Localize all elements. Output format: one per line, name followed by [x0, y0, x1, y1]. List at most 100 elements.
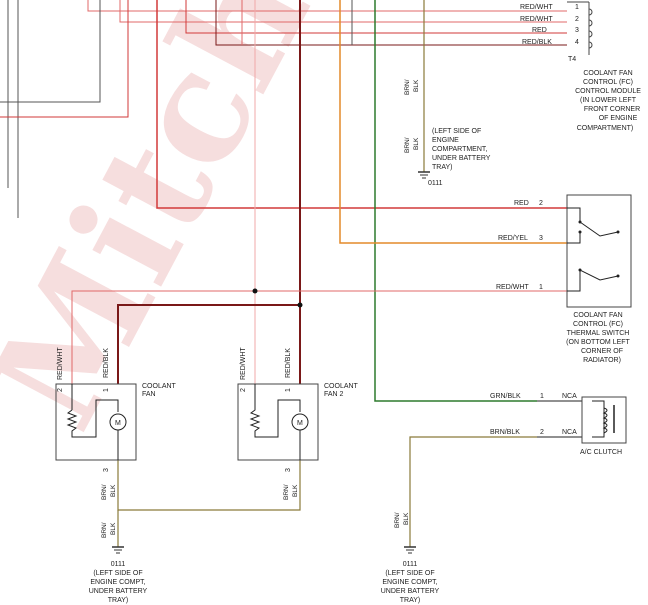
ground-location: COMPARTMENT,	[432, 146, 487, 153]
wire-vertical	[0, 0, 101, 103]
top-ground: BRN/ BLK BRN/ BLK 0111 (LEFT SIDE OF ENG…	[404, 79, 491, 187]
fan1-wire-top-left: RED/WHT	[57, 347, 64, 380]
wire-label: BLK	[292, 484, 299, 497]
switch-line: RADIATOR)	[583, 357, 621, 364]
module-line: COMPARTMENT)	[577, 125, 634, 132]
t4-pin-1: 1	[575, 4, 579, 11]
t4-pin-4: 4	[575, 39, 579, 46]
wire-label: BRN/	[283, 484, 290, 500]
wire-label: BLK	[403, 512, 410, 525]
ac-code: NCA	[562, 393, 577, 400]
wire-label: BRN/	[101, 522, 108, 538]
wire-label: BLK	[110, 484, 117, 497]
fan1-label: FAN	[142, 391, 156, 398]
wire-label: BRN/	[394, 512, 401, 528]
module-line: COOLANT FAN	[583, 70, 632, 77]
ground-location: UNDER BATTERY	[381, 588, 440, 595]
t4-wire-2: RED/WHT	[520, 16, 553, 23]
t4-id: T4	[568, 56, 576, 63]
fan2-wire-top-right: RED/BLK	[285, 348, 292, 378]
ground-location: (LEFT SIDE OF	[432, 128, 481, 135]
coolant-fan-2: M RED/WHT 2 RED/BLK 1 3 COOLANT FAN 2 BR…	[237, 347, 359, 500]
ac-code: NCA	[562, 429, 577, 436]
switch-line: THERMAL SWITCH	[567, 330, 630, 337]
switch-wire-label: RED/YEL	[498, 235, 528, 242]
switch-line: CONTROL (FC)	[573, 321, 623, 328]
ac-label: A/C CLUTCH	[580, 449, 622, 456]
motor-symbol: M	[115, 420, 121, 427]
fan2-pin-top-left: 2	[240, 388, 247, 392]
switch-line: CORNER OF	[581, 348, 623, 355]
wire-red-wht-2	[119, 0, 567, 23]
wire-label: BLK	[413, 79, 420, 92]
ground-location: TRAY)	[432, 164, 452, 171]
ground-location: (LEFT SIDE OF	[385, 570, 434, 577]
ground-location: ENGINE COMPT,	[382, 579, 437, 586]
wire-red-wht-fan1	[71, 290, 567, 384]
wire-red-blk-fan1	[117, 304, 300, 384]
wire-ac-ground	[409, 436, 537, 547]
fan2-pin-top-right: 1	[285, 388, 292, 392]
ground-location: UNDER BATTERY	[432, 155, 491, 162]
ground-location: UNDER BATTERY	[89, 588, 148, 595]
module-line: (IN LOWER LEFT	[580, 97, 637, 104]
ground-location: TRAY)	[108, 597, 128, 604]
switch-line: (ON BOTTOM LEFT	[566, 339, 630, 346]
t4-wire-3: RED	[532, 27, 547, 34]
switch-wire-label: RED/WHT	[496, 284, 529, 291]
ground-location: TRAY)	[400, 597, 420, 604]
wire-red-yel	[339, 0, 567, 244]
ac-wire-label: GRN/BLK	[490, 393, 521, 400]
ground-node: 0111	[428, 180, 443, 187]
fan1-pin-top-left: 2	[57, 388, 64, 392]
switch-wire-label: RED	[514, 200, 529, 207]
wire-label: BRN/	[404, 137, 411, 153]
t4-wire-1: RED/WHT	[520, 4, 553, 11]
t4-pin-2: 2	[575, 16, 579, 23]
connector-t4: RED/WHT 1 RED/WHT 2 RED 3 RED/BLK 4 T4	[520, 1, 593, 63]
wire-red-blk-4	[215, 0, 567, 46]
ac-wire-label: BRN/BLK	[490, 429, 520, 436]
fan1-pin-bottom: 3	[103, 468, 110, 472]
ground-node: 0111	[111, 561, 126, 568]
fan2-label: COOLANT	[324, 383, 359, 390]
ground-node: 0111	[403, 561, 418, 568]
switch-pin: 2	[539, 200, 543, 207]
motor-symbol: M	[297, 420, 303, 427]
ac-clutch: GRN/BLK 1 NCA BRN/BLK 2 NCA A/C CLUTCH B…	[381, 393, 627, 604]
control-module-label: COOLANT FAN CONTROL (FC) CONTROL MODULE …	[575, 70, 641, 132]
wire-label: BRN/	[404, 79, 411, 95]
t4-wire-4: RED/BLK	[522, 39, 552, 46]
module-line: OF ENGINE	[599, 115, 638, 122]
splice-dot	[252, 288, 258, 294]
wire-label: BLK	[110, 522, 117, 535]
wire-label: BRN/	[101, 484, 108, 500]
fan1-label: COOLANT	[142, 383, 177, 390]
fan1-pin-top-right: 1	[103, 388, 110, 392]
splice-dot	[297, 302, 303, 308]
ac-pin: 1	[540, 393, 544, 400]
wire-label: BLK	[413, 137, 420, 150]
ground-location: ENGINE	[432, 137, 459, 144]
wire-red-3	[185, 0, 567, 34]
coolant-fan-1: M RED/WHT 2 RED/BLK 1 3 COOLANT FAN BRN/…	[55, 347, 177, 604]
module-line: CONTROL (FC)	[583, 79, 633, 86]
ground-location: ENGINE COMPT,	[90, 579, 145, 586]
module-line: FRONT CORNER	[584, 106, 640, 113]
fan2-pin-bottom: 3	[285, 468, 292, 472]
ac-pin: 2	[540, 429, 544, 436]
thermal-switch: RED 2 RED/YEL 3 RED/WHT 1 COOLANT FAN CO…	[496, 194, 632, 364]
switch-pin: 1	[539, 284, 543, 291]
wire-grn-blk	[374, 0, 537, 402]
wire-red-wht-1	[87, 0, 567, 12]
fan2-wire-top-left: RED/WHT	[240, 347, 247, 380]
t4-pin-3: 3	[575, 27, 579, 34]
fan2-label: FAN 2	[324, 391, 344, 398]
switch-pin: 3	[539, 235, 543, 242]
wire-red-to-switch	[156, 0, 567, 209]
module-line: CONTROL MODULE	[575, 88, 641, 95]
fan1-wire-top-right: RED/BLK	[103, 348, 110, 378]
switch-line: COOLANT FAN	[573, 312, 622, 319]
